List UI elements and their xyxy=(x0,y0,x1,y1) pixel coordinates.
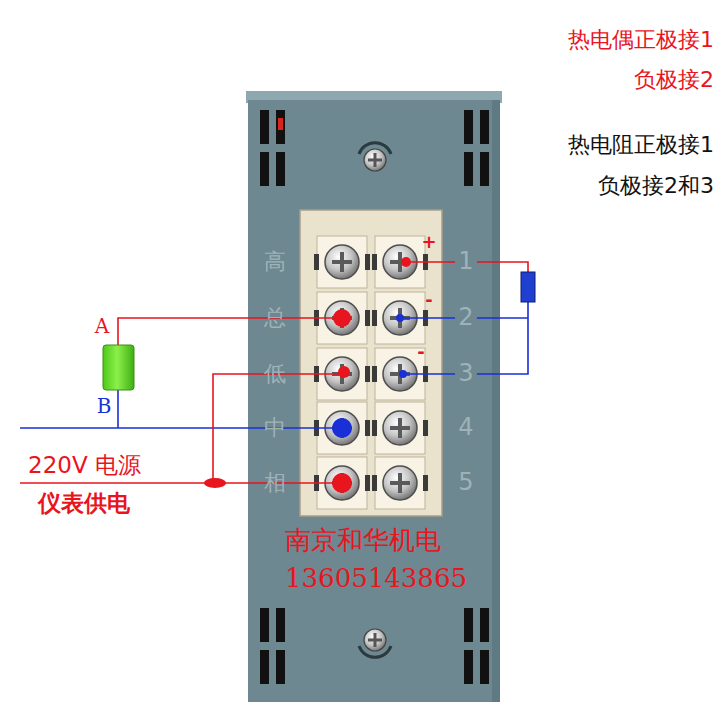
pin-name: A xyxy=(95,315,109,338)
red-dot xyxy=(333,309,351,327)
note-text: 热电偶正极接1 xyxy=(568,27,714,52)
watermark: 南京和华机电 xyxy=(285,526,441,556)
terminal-block xyxy=(300,210,442,516)
housing xyxy=(248,100,500,702)
vent-slots xyxy=(260,110,489,684)
mount-screw xyxy=(359,143,391,171)
vent-slot xyxy=(464,608,473,642)
terminal xyxy=(372,402,428,454)
red-dot xyxy=(338,366,350,378)
polarity-mark: + xyxy=(421,232,436,253)
vent-slot xyxy=(276,650,285,684)
blue-wire xyxy=(20,427,342,429)
sensor-resistor-symbol xyxy=(521,272,535,302)
blue-dot xyxy=(399,370,407,378)
note-text: 热电阻正极接1 xyxy=(568,132,714,157)
pin-name: B xyxy=(97,395,112,418)
indicator-glint xyxy=(278,118,283,130)
blue-wire xyxy=(117,390,119,428)
note-text: 负极接2和3 xyxy=(598,173,714,198)
wire-junction xyxy=(204,478,226,488)
row-character: 总 xyxy=(264,305,286,330)
row-character: 中 xyxy=(264,415,286,440)
vent-slot xyxy=(480,650,489,684)
vent-slot xyxy=(464,152,473,186)
blue-dot xyxy=(332,418,352,438)
vent-slot xyxy=(276,110,285,144)
terminal-number: 1 xyxy=(455,248,476,276)
red-wire xyxy=(118,318,342,345)
note-text: 负极接2 xyxy=(634,67,714,92)
vent-slot xyxy=(480,152,489,186)
vent-slot xyxy=(276,608,285,642)
terminal-number: 3 xyxy=(455,360,476,388)
green-component xyxy=(103,345,134,390)
power-label: 仪表供电 xyxy=(38,490,130,516)
vent-slot xyxy=(260,650,269,684)
vent-slot xyxy=(260,608,269,642)
watermark: 13605143865 xyxy=(285,564,467,594)
polarity-mark: - xyxy=(417,342,424,363)
vent-slot xyxy=(480,608,489,642)
terminal-number: 2 xyxy=(455,304,476,332)
terminal-number: 4 xyxy=(455,414,476,442)
red-dot xyxy=(401,257,411,267)
housing-edge xyxy=(492,100,500,702)
wires xyxy=(20,262,528,483)
vent-slot xyxy=(464,110,473,144)
vent-slot xyxy=(260,110,269,144)
red-dot xyxy=(332,473,352,493)
red-wire xyxy=(20,482,342,484)
row-character: 低 xyxy=(264,361,286,386)
mount-screw xyxy=(359,629,391,657)
terminal-number: 5 xyxy=(455,469,476,497)
vent-slot xyxy=(276,152,285,186)
terminal xyxy=(314,236,370,288)
power-label: 220V 电源 xyxy=(28,452,141,478)
row-character: 高 xyxy=(264,249,286,274)
terminal xyxy=(372,457,428,509)
polarity-mark: - xyxy=(425,290,432,311)
blue-dot xyxy=(396,314,404,322)
vent-slot xyxy=(464,650,473,684)
vent-slot xyxy=(480,110,489,144)
vent-slot xyxy=(260,152,269,186)
red-wire xyxy=(213,374,342,483)
row-character: 相 xyxy=(264,470,286,495)
